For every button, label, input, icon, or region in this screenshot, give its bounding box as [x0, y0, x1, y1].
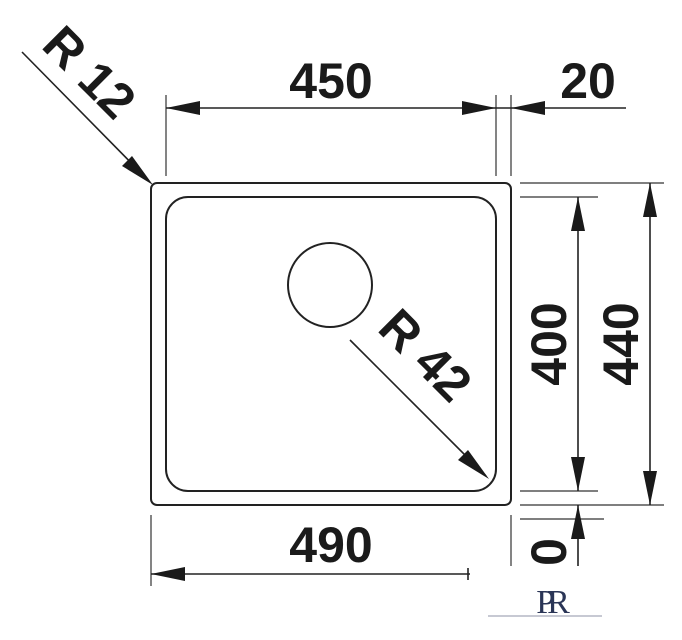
dimension-inner-corner-radius: R 42: [349, 298, 489, 479]
dimension-outer-corner-radius: R 12: [21, 15, 153, 185]
dimension-outer-width: 490: [150, 515, 512, 586]
dimension-label-outer-width: 490: [289, 517, 372, 573]
dimension-inner-depth: 400: [520, 196, 598, 492]
sink-outer-outline: [150, 182, 512, 506]
crop-mask: [470, 566, 682, 640]
dimension-label-inner-width: 450: [289, 53, 372, 109]
dimension-partial-lower-right: 0: [470, 505, 682, 640]
dimension-label-inner-depth: 400: [521, 302, 577, 385]
dimension-label-outer-corner-radius: R 12: [32, 15, 146, 129]
dimension-outer-depth: 440: [520, 182, 664, 506]
dimension-label-partial: 0: [521, 538, 577, 566]
dimension-label-outer-depth: 440: [593, 302, 649, 385]
dimension-inner-width: 450: [165, 53, 497, 176]
drain-hole: [287, 242, 373, 328]
dimension-label-rim-width: 20: [560, 53, 616, 109]
sink-inner-bowl-outline: [165, 196, 497, 492]
dimension-rim-width: 20: [496, 53, 626, 176]
dimension-label-inner-corner-radius: R 42: [368, 298, 482, 412]
